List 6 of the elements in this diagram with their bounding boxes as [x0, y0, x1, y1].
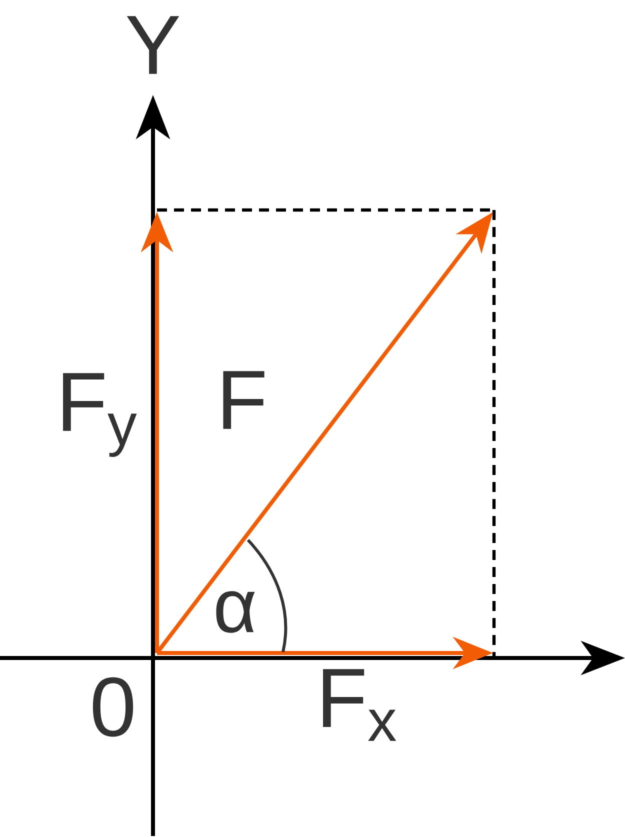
axis-label: α — [216, 591, 255, 633]
axis-label: Y — [126, 16, 180, 74]
axis-label: F$_{x}$ — [323, 669, 396, 741]
axis-label: F$_{y}$ — [63, 373, 137, 457]
axis-label: 0 — [92, 677, 134, 737]
axis-label: F — [223, 371, 264, 429]
